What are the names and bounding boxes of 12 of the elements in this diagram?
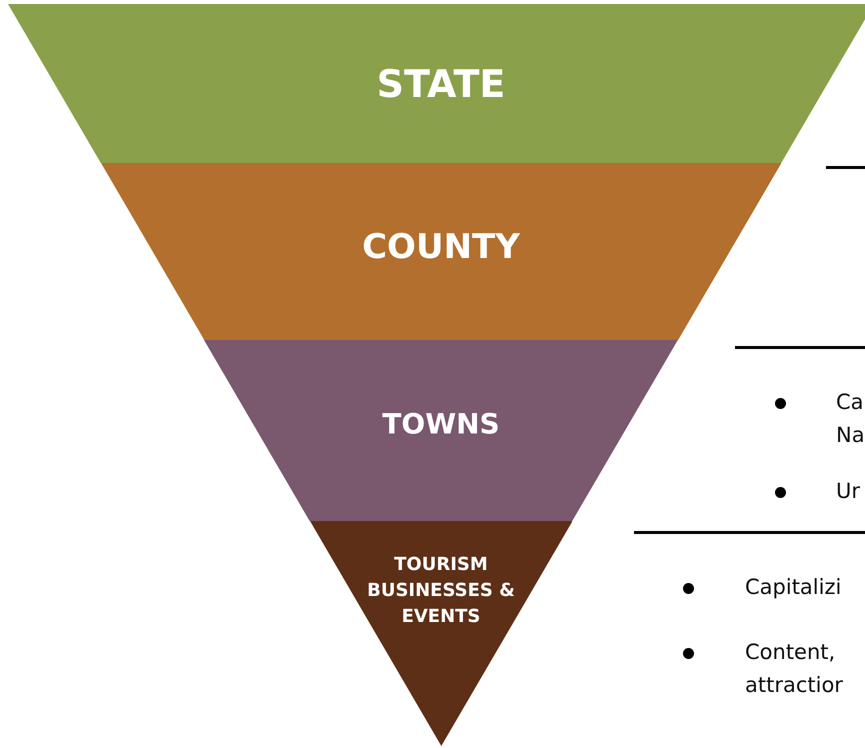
bullet-text: Ur	[836, 478, 862, 505]
tier-title: TOWNS	[382, 408, 500, 440]
pyramid-band	[8, 4, 865, 163]
tier-title: COUNTY	[362, 227, 520, 267]
pyramid-band	[310, 521, 572, 746]
pyramid-band	[100, 163, 782, 340]
tier-title: TOURISM BUSINESSES & EVENTS	[366, 553, 516, 629]
pyramid-band	[204, 340, 678, 521]
bullet-text: Ca Na	[836, 389, 865, 449]
tier-title: STATE	[376, 62, 506, 106]
bullet-text: Content, attractior	[745, 639, 844, 699]
bullet-text: Capitalizi	[745, 574, 842, 601]
